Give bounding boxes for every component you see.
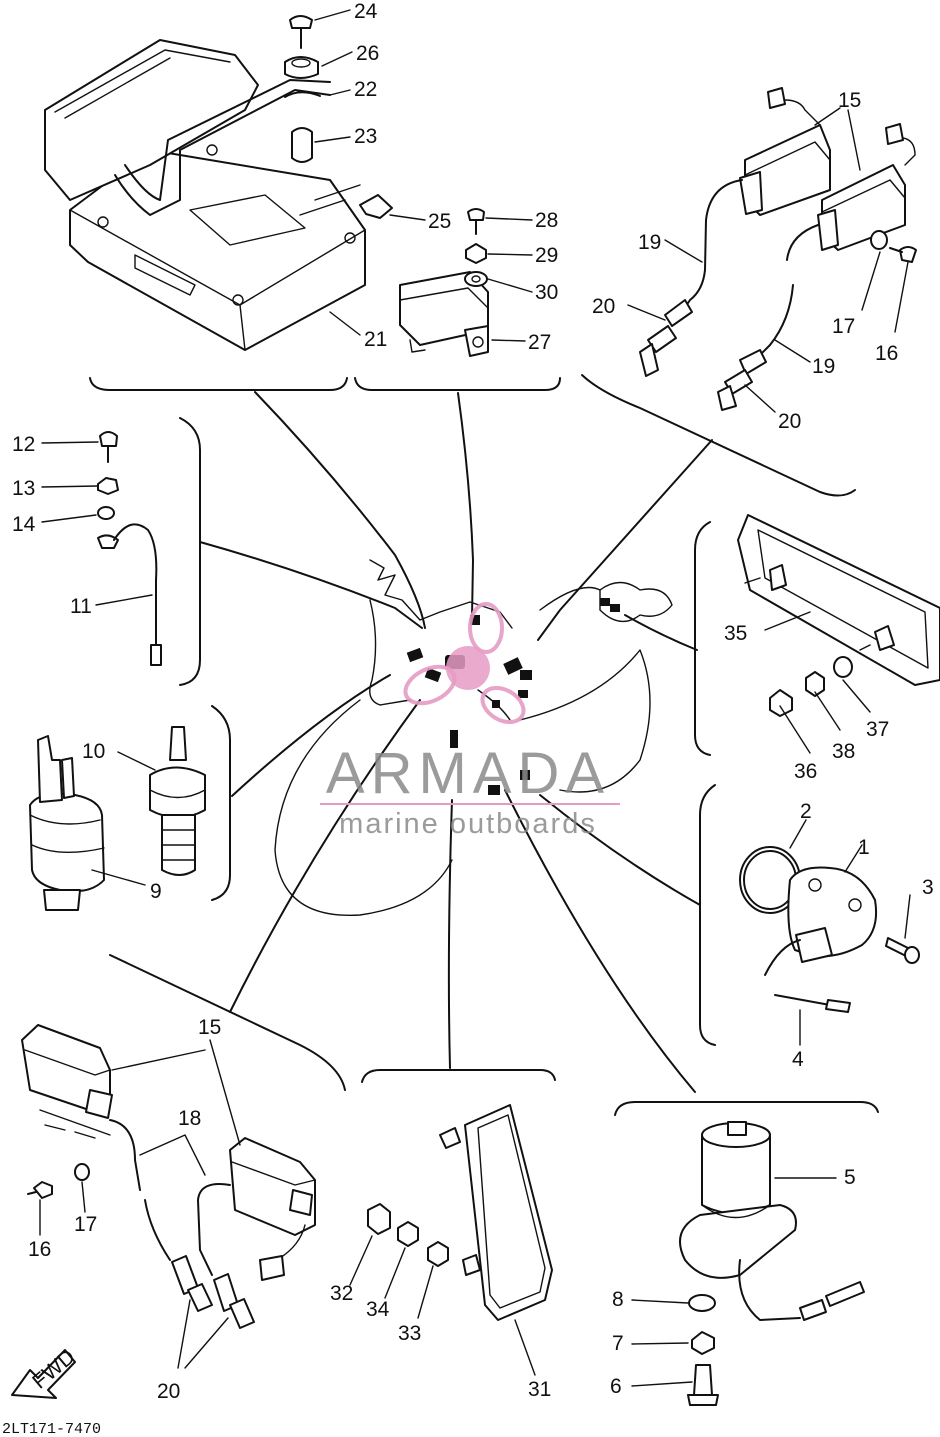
fwd-arrow-icon: FWD [11,1345,80,1399]
callout-36: 36 [794,760,817,783]
callout-1: 1 [858,836,870,859]
callout-30: 30 [535,281,558,304]
callout-leaders [39,9,911,1387]
callout-32: 32 [330,1282,353,1305]
callout-38: 38 [832,740,855,763]
lead-wire-11 [97,431,162,666]
switches-9-10 [29,726,206,911]
callout-28: 28 [535,209,558,232]
ignition-coils-bottom-15 [21,1024,316,1329]
callout-24: 24 [354,0,378,23]
callout-31: 31 [528,1378,551,1401]
callout-4: 4 [792,1048,804,1071]
cover-plate-35 [737,514,940,717]
drawing-code: 2LT171-7470 [2,1421,101,1437]
screws-22-26 [284,15,393,219]
ignition-coils-top-15 [639,87,917,411]
callout-17-bottom: 17 [74,1213,97,1236]
leader-lines [199,391,713,1093]
callout-6: 6 [610,1375,622,1398]
callout-18: 18 [178,1107,201,1130]
trim-sender-1 [739,846,920,1013]
callout-19-top-right: 19 [812,355,835,378]
watermark-emblem-icon [403,602,526,725]
callout-7: 7 [612,1332,624,1355]
fwd-label: FWD [28,1345,79,1393]
cover-31 [367,1104,553,1321]
callout-37: 37 [866,718,889,741]
callout-17-top: 17 [832,315,855,338]
callout-12: 12 [12,433,35,456]
group-brackets [89,374,879,1116]
callout-14: 14 [12,513,36,536]
callout-16-top: 16 [875,342,898,365]
callout-20-top-right: 20 [778,410,801,433]
watermark-title: ARMADA [326,741,610,806]
callout-25: 25 [428,210,451,233]
callout-29: 29 [535,244,558,267]
cdi-unit-21 [44,39,366,351]
callout-9: 9 [150,880,162,903]
callout-2: 2 [800,800,812,823]
callout-15-top: 15 [838,89,861,112]
callout-3: 3 [922,876,934,899]
callout-13: 13 [12,477,35,500]
trim-motor-5 [679,1121,865,1406]
callout-22: 22 [354,78,377,101]
callout-26: 26 [356,42,379,65]
callout-21: 21 [364,328,387,351]
rectifier-27 [399,208,489,357]
callout-20-top-left: 20 [592,295,615,318]
callout-10: 10 [82,740,105,763]
callout-19-top-left: 19 [638,231,661,254]
callout-8: 8 [612,1288,624,1311]
callout-11: 11 [70,595,92,618]
callout-34: 34 [366,1298,390,1321]
callout-20-bottom: 20 [157,1380,180,1403]
callout-27: 27 [528,331,551,354]
watermark-logo: ARMADA marine outboards [320,602,620,840]
callout-33: 33 [398,1322,421,1345]
watermark-subtitle: marine outboards [339,808,597,840]
callout-16-bottom: 16 [28,1238,51,1261]
callout-15-bottom: 15 [198,1016,221,1039]
callout-35: 35 [724,622,747,645]
callout-23: 23 [354,125,377,148]
callout-labels: 24 26 22 23 25 28 29 30 27 21 15 19 20 1… [12,0,934,1403]
callout-5: 5 [844,1166,856,1189]
